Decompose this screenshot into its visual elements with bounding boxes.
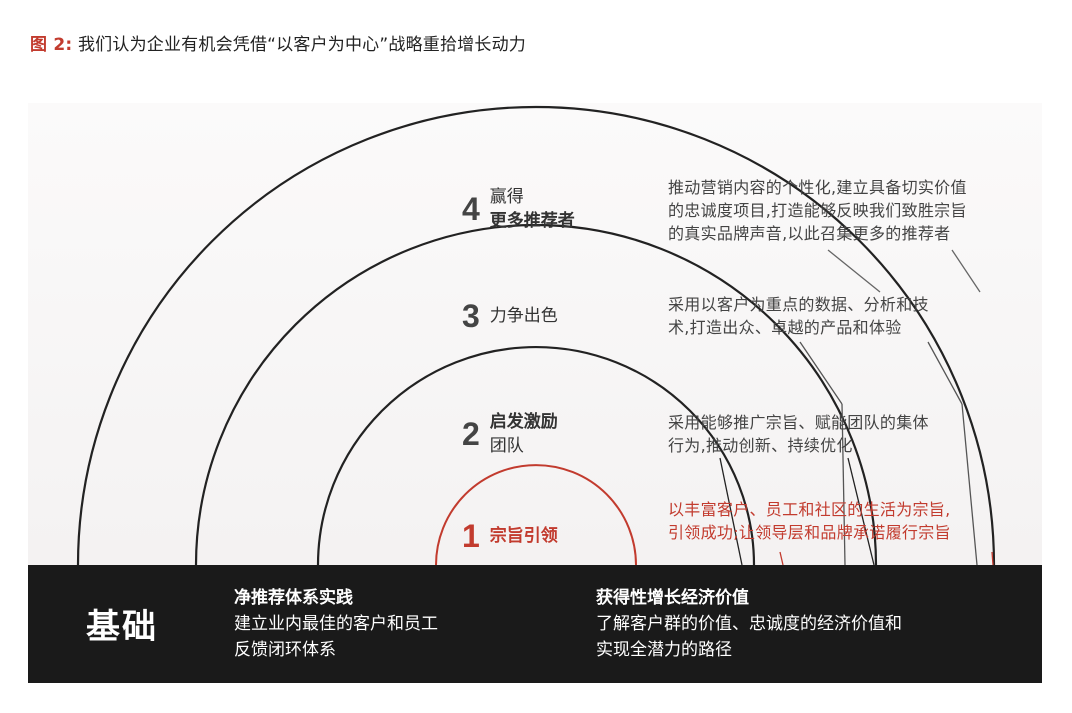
foundation-block-growth-title: 获得性增长经济价值 (596, 588, 749, 608)
level-4-description-line-2: 的忠诚度项目,打造能够反映我们致胜宗旨 (668, 201, 967, 220)
arc-level-4 (76, 105, 996, 566)
level-4-label-line-1: 赢得 (489, 187, 524, 207)
leader-level-1-b (991, 551, 994, 566)
level-3-label-line-1: 力争出色 (489, 306, 558, 326)
level-4-label: 4 赢得 更多推荐者 (462, 185, 575, 233)
foundation-block-nps: 净推荐体系实践 建立业内最佳的客户和员工 反馈闭环体系 (234, 585, 438, 663)
level-2-description: 采用能够推广宗旨、赋能团队的集体 行为,推动创新、持续优化 (668, 411, 929, 457)
level-2-number: 2 (462, 416, 480, 452)
level-2-label: 2 启发激励 团队 (462, 410, 558, 458)
foundation-block-nps-line-1: 建立业内最佳的客户和员工 (234, 614, 438, 634)
level-1-label-line-1: 宗旨引领 (489, 526, 558, 546)
level-2-label-line-1: 启发激励 (489, 412, 558, 432)
level-3-description: 采用以客户为重点的数据、分析和技 术,打造出众、卓越的产品和体验 (668, 293, 929, 339)
level-1-description-line-1: 以丰富客户、员工和社区的生活为宗旨, (668, 500, 951, 519)
leader-level-3-b (841, 403, 846, 566)
level-3-number: 3 (462, 298, 480, 334)
level-2-description-line-1: 采用能够推广宗旨、赋能团队的集体 (668, 413, 929, 432)
level-2-label-line-2: 团队 (489, 436, 524, 456)
arc-level-1 (435, 464, 637, 566)
leader-level-2-a (719, 457, 743, 566)
foundation-block-growth: 获得性增长经济价值 了解客户群的价值、忠诚度的经济价值和 实现全潜力的路径 (596, 585, 902, 663)
arc-level-2 (316, 345, 756, 566)
level-2-description-line-2: 行为,推动创新、持续优化 (668, 436, 853, 455)
level-1-description: 以丰富客户、员工和社区的生活为宗旨, 引领成功;让领导层和品牌承诺履行宗旨 (668, 498, 951, 544)
leader-level-4-a (827, 249, 881, 293)
level-1-number: 1 (462, 518, 480, 554)
figure-title: 图 2: 我们认为企业有机会凭借“以客户为中心”战略重拾增长动力 (30, 30, 526, 55)
foundation-block-growth-line-2: 实现全潜力的路径 (596, 640, 732, 660)
figure-title-text: 我们认为企业有机会凭借“以客户为中心”战略重拾增长动力 (77, 35, 526, 55)
leader-level-3-d (961, 403, 978, 566)
arc-level-3 (194, 223, 878, 566)
foundation-block-nps-line-2: 反馈闭环体系 (234, 640, 336, 660)
level-3-label: 3 力争出色 (462, 300, 558, 332)
level-4-description: 推动营销内容的个性化,建立具备切实价值 的忠诚度项目,打造能够反映我们致胜宗旨 … (668, 176, 967, 245)
foundation-bar: 基础 净推荐体系实践 建立业内最佳的客户和员工 反馈闭环体系 获得性增长经济价值… (28, 565, 1042, 683)
foundation-title: 基础 (86, 607, 158, 647)
figure-label: 图 2: (30, 35, 73, 55)
level-4-description-line-3: 的真实品牌声音,以此召集更多的推荐者 (668, 224, 951, 243)
level-4-label-line-2: 更多推荐者 (489, 211, 575, 231)
leader-level-2-b (847, 457, 875, 566)
foundation-block-growth-line-1: 了解客户群的价值、忠诚度的经济价值和 (596, 614, 902, 634)
level-3-description-line-2: 术,打造出众、卓越的产品和体验 (668, 318, 902, 337)
foundation-block-nps-title: 净推荐体系实践 (234, 588, 353, 608)
leader-level-1-a (779, 551, 784, 566)
level-1-description-line-2: 引领成功;让领导层和品牌承诺履行宗旨 (668, 523, 951, 542)
leader-level-3-a (799, 341, 843, 405)
level-1-label: 1 宗旨引领 (462, 520, 558, 552)
level-4-number: 4 (462, 191, 480, 227)
level-4-description-line-1: 推动营销内容的个性化,建立具备切实价值 (668, 178, 967, 197)
leader-level-3-c (927, 341, 963, 405)
diagram-background (28, 103, 1042, 565)
level-3-description-line-1: 采用以客户为重点的数据、分析和技 (668, 295, 929, 314)
leader-level-4-b (951, 249, 981, 293)
